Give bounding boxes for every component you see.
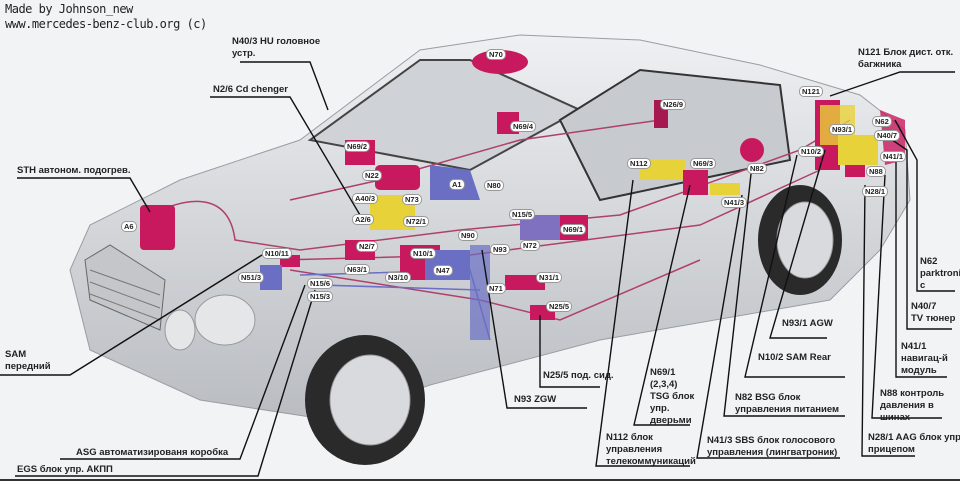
callout-n2-6: N2/6 Cd chenger [213,84,288,95]
callout-n25-5: N25/5 под. сид. [543,370,614,381]
callout-asg: ASG автоматизированя коробка [76,447,229,458]
component-tag: N47 [433,265,453,276]
component-tag: A2/6 [352,214,374,225]
component-tag: N15/6 [307,278,334,289]
component-tag: N71 [486,283,506,294]
component-tag: N26/9 [660,99,687,110]
component-tag: A1 [449,179,465,190]
callout-n121: N121 Блок дист. отк.багжника [858,47,954,70]
callout-egs: EGS блок упр. АКПП [17,464,113,475]
component-tag: N62 [872,116,892,127]
component-tag: N31/1 [536,272,563,283]
component-tag: N41/1 [880,151,907,162]
callout-n93-1: N93/1 AGW [782,318,833,329]
component-tag: N15/5 [509,209,536,220]
component-tag: N69/2 [344,141,371,152]
component-tag: N80 [484,180,504,191]
component-tag: N25/5 [546,301,573,312]
author-credit: Made by Johnson_new [5,2,133,16]
callout-n10-2: N10/2 SAM Rear [758,352,831,363]
component-tag: N82 [747,163,767,174]
site-credit: www.mercedes-benz-club.org (c) [5,17,207,31]
component-tag: N88 [866,166,886,177]
component-tag: N70 [486,49,506,60]
front-rim [329,354,411,446]
rear-rim [776,201,834,279]
headlight [194,294,256,346]
component-tag: N40/7 [874,130,901,141]
component-tag: N73 [402,194,422,205]
component-tag: N28/1 [862,186,889,197]
component-tag: N69/1 [560,224,587,235]
component-tag: N2/7 [356,241,378,252]
component-tag: N22 [362,170,382,181]
callout-n28-1: N28/1 AAG блок упр.прицепом [868,432,960,455]
component-tag: N10/1 [410,248,437,259]
component-tag: N3/10 [385,272,412,283]
component-tag: N69/3 [690,158,717,169]
component-tag: N15/3 [307,291,334,302]
callout-n93: N93 ZGW [514,394,557,405]
component-tag: N69/4 [510,121,537,132]
callout-sth: STH автоном. подогрев. [17,165,131,176]
component-tag: N112 [627,158,651,169]
component-tag: N72/1 [403,216,430,227]
component-tag: N93 [490,244,510,255]
component-tag: N72 [520,240,540,251]
component-tag: N121 [799,86,823,97]
component-tag: N63/1 [344,264,371,275]
component-tag: A6 [121,221,137,232]
component-tag: N51/3 [238,272,265,283]
headlight-inner [164,309,196,351]
component-tag: N93/1 [829,124,856,135]
component-tag: N90 [458,230,478,241]
component-tag: N10/2 [798,146,825,157]
component-tag: N10/11 [262,248,292,259]
component-tag: A40/3 [352,193,379,204]
bottom-border [0,479,960,481]
component-tag: N41/3 [721,197,748,208]
